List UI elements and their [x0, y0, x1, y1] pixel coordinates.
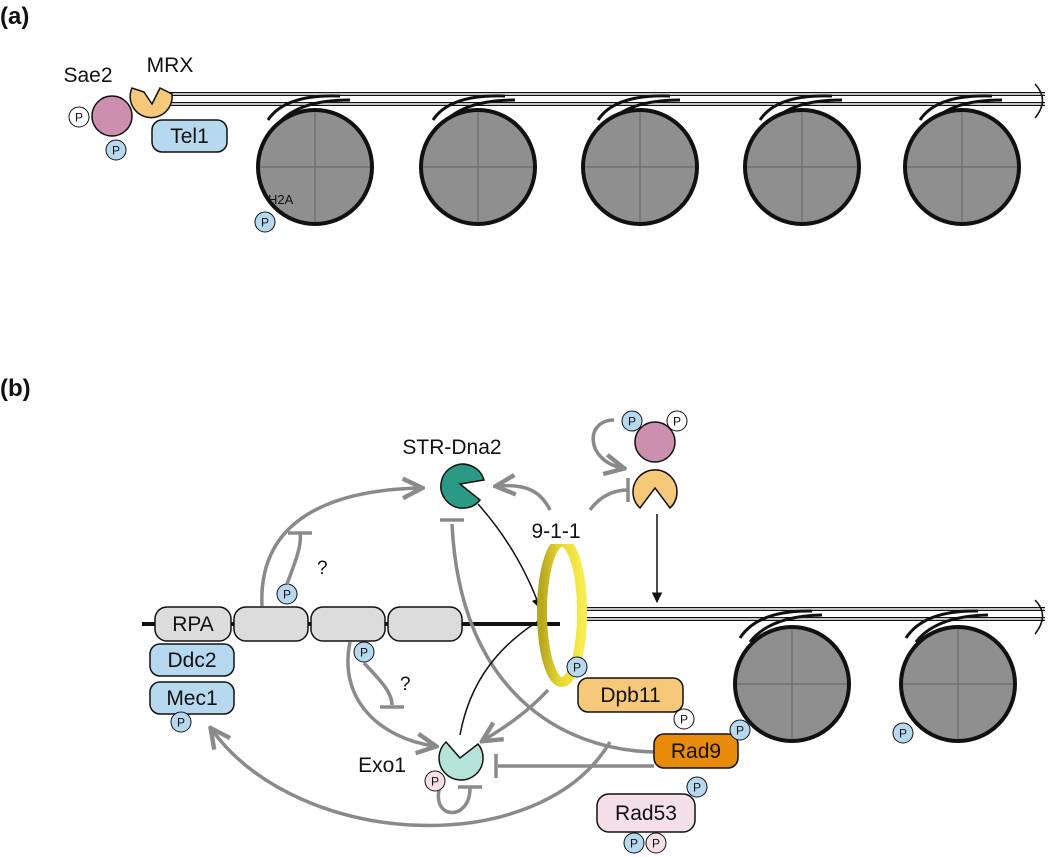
phospho-badge: P: [621, 410, 643, 432]
phospho-badge: P: [353, 641, 375, 663]
nucleosome: [581, 94, 699, 226]
dpb11-box: [577, 677, 684, 713]
svg-text:P: P: [693, 781, 701, 795]
ddc2-box: [149, 643, 235, 677]
svg-text:P: P: [177, 716, 185, 730]
panel-b-label: (b): [0, 375, 31, 402]
rpa-box: [154, 606, 232, 642]
tel1-label: Tel1: [170, 125, 209, 148]
svg-text:P: P: [673, 415, 681, 429]
phospho-badge: P: [105, 139, 127, 161]
phospho-badge: P: [276, 583, 298, 605]
mec1-box: [149, 681, 235, 715]
phospho-badge: P: [892, 722, 914, 744]
svg-text:P: P: [573, 661, 581, 675]
str-dna2-pacman: [440, 463, 485, 509]
nucleosome: [899, 609, 1017, 743]
phospho-badge: P: [666, 410, 688, 432]
phospho-badge: P: [68, 106, 90, 128]
svg-text:P: P: [736, 724, 744, 738]
question-mark: ?: [400, 674, 411, 695]
phospho-badge: P: [424, 770, 446, 792]
rpa-box: [233, 606, 309, 642]
mec1-label: Mec1: [166, 687, 217, 710]
panel-a-label: (a): [0, 3, 29, 30]
rad9-box: [653, 733, 739, 769]
ddc2-label: Ddc2: [167, 649, 216, 672]
phospho-badge: P: [623, 832, 645, 854]
nucleosome: [256, 94, 374, 226]
label-bg: [524, 518, 588, 544]
exo1-pacman: [438, 740, 484, 781]
dna-strand-b: [578, 599, 1045, 635]
svg-text:P: P: [630, 837, 638, 851]
exo1-to-911-line: [459, 619, 541, 736]
svg-text:P: P: [261, 216, 269, 230]
tel1-box: [151, 119, 228, 153]
sae2-label: Sae2: [63, 64, 112, 87]
phospho-badge: P: [645, 832, 667, 854]
svg-text:P: P: [112, 144, 120, 158]
mrx-pacman: [129, 86, 173, 119]
nucleosome: [743, 94, 861, 226]
rpa-label: RPA: [172, 613, 214, 636]
svg-text:P: P: [680, 713, 688, 727]
svg-text:P: P: [75, 111, 83, 125]
rad53-label: Rad53: [615, 802, 677, 825]
rpa-box: [310, 606, 386, 642]
phospho-badge: P: [254, 211, 276, 233]
question-mark: ?: [317, 558, 328, 579]
svg-text:P: P: [431, 775, 439, 789]
mrx-pacman-b: [632, 469, 678, 510]
h2a-label: H2A: [268, 192, 294, 207]
rad9-label: Rad9: [671, 740, 721, 763]
rpa-box: [387, 606, 463, 642]
svg-text:P: P: [360, 646, 368, 660]
sae2-circle: [91, 95, 133, 137]
phospho-badge: P: [729, 719, 751, 741]
phospho-badge: P: [566, 656, 588, 678]
sae2-circle-b: [634, 421, 676, 463]
phospho-badge: P: [673, 708, 695, 730]
exo1-label: Exo1: [358, 754, 406, 777]
svg-text:P: P: [283, 588, 291, 602]
svg-text:P: P: [652, 837, 660, 851]
phospho-badge: P: [686, 776, 708, 798]
nucleosome: [733, 609, 851, 743]
mrx-label: MRX: [147, 54, 194, 77]
nucleosome: [903, 94, 1021, 226]
nucleosome: [419, 94, 537, 226]
phospho-badge: P: [170, 711, 192, 733]
regulation-arrows: [212, 418, 655, 828]
dpb11-label: Dpb11: [600, 684, 660, 707]
str-dna2-label: STR-Dna2: [402, 436, 501, 459]
nine-one-one-label: 9-1-1: [531, 520, 580, 543]
svg-text:P: P: [628, 415, 636, 429]
svg-text:P: P: [899, 727, 907, 741]
rad53-box: [596, 793, 696, 833]
str-dna2-to-911-arrow: [477, 503, 542, 609]
